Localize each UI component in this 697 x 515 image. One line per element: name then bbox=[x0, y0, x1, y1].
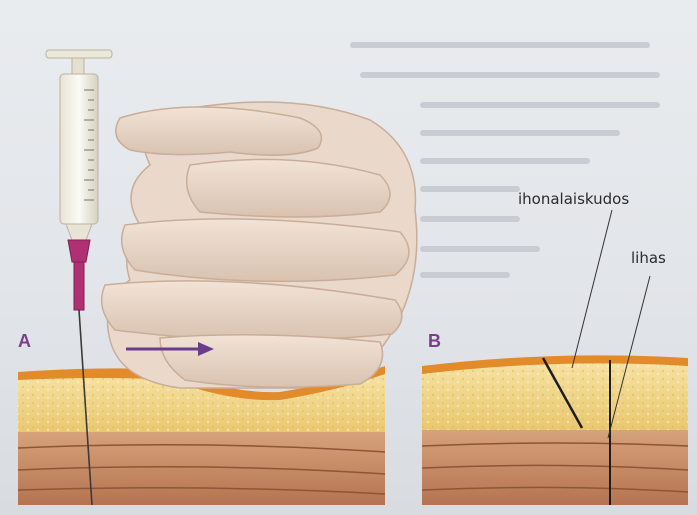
panel-a-label: A bbox=[18, 331, 31, 352]
label-muscle: lihas bbox=[631, 249, 666, 267]
label-subcutaneous-tissue: ihonalaiskudos bbox=[518, 190, 629, 208]
leader-line-subcutaneous bbox=[572, 210, 612, 368]
panel-b-label: B bbox=[428, 331, 441, 352]
hand-pinch-icon bbox=[102, 102, 417, 388]
